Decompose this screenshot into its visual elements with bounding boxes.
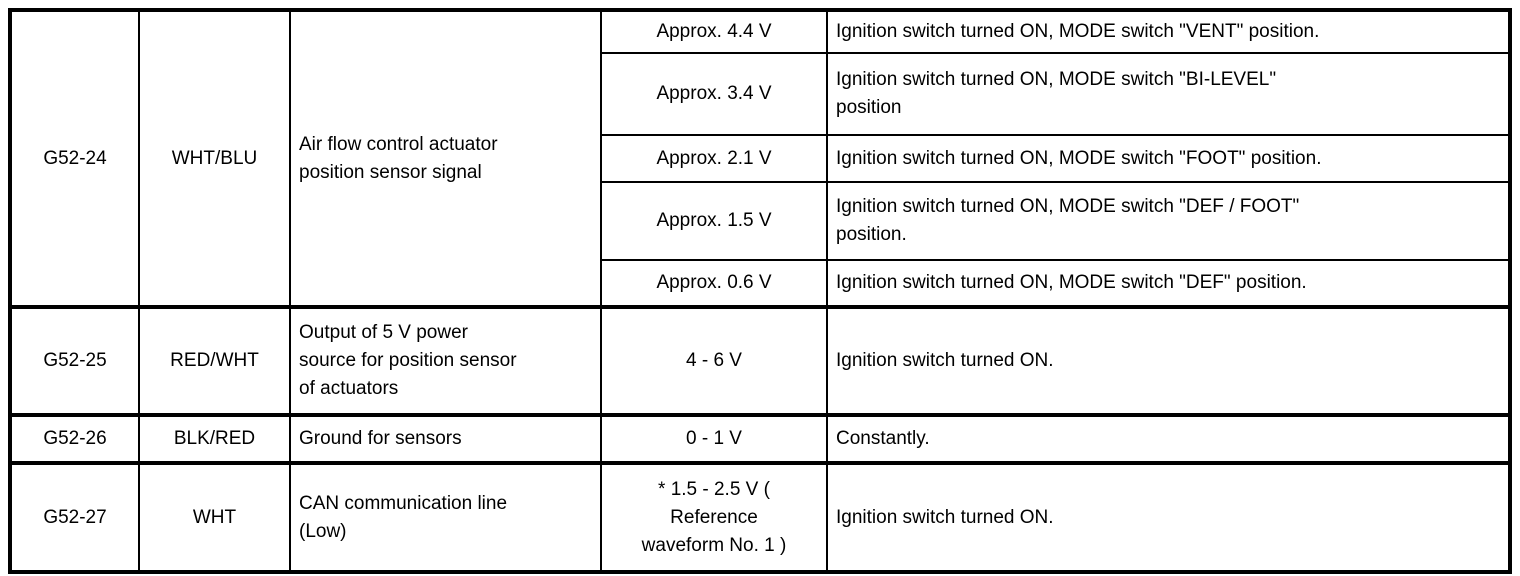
table-row: G52-27 WHT CAN communication line (Low) … bbox=[9, 461, 1511, 573]
description-text: Ground for sensors bbox=[299, 428, 462, 449]
description-text: Output of 5 V power source for position … bbox=[299, 322, 517, 399]
condition-text: Ignition switch turned ON, MODE switch "… bbox=[836, 21, 1320, 42]
condition-text: Ignition switch turned ON, MODE switch "… bbox=[836, 69, 1277, 118]
terminal-label: G52-26 bbox=[43, 428, 107, 449]
voltage-cell: Approx. 3.4 V bbox=[600, 52, 828, 136]
table-row: G52-24 WHT/BLU Air flow control actuator… bbox=[9, 9, 1511, 308]
voltage-cell: * 1.5 - 2.5 V ( Reference waveform No. 1… bbox=[600, 461, 828, 573]
condition-cell: Constantly. bbox=[826, 413, 1511, 464]
condition-text: Ignition switch turned ON, MODE switch "… bbox=[836, 272, 1307, 293]
voltage-cell: 4 - 6 V bbox=[600, 305, 828, 416]
condition-text: Ignition switch turned ON, MODE switch "… bbox=[836, 147, 1322, 169]
terminal-label: G52-24 bbox=[43, 147, 107, 169]
pinout-table: G52-24 WHT/BLU Air flow control actuator… bbox=[8, 8, 1512, 574]
voltage-cell: Approx. 1.5 V bbox=[600, 181, 828, 261]
wire-color-cell: RED/WHT bbox=[138, 305, 291, 416]
table-row: Approx. 0.6 V Ignition switch turned ON,… bbox=[10, 259, 1511, 308]
description-text: Air flow control actuator position senso… bbox=[299, 133, 498, 183]
wire-color-label: RED/WHT bbox=[170, 350, 259, 371]
condition-text: Ignition switch turned ON. bbox=[836, 350, 1054, 371]
voltage-text: Approx. 3.4 V bbox=[656, 83, 772, 104]
condition-text: Ignition switch turned ON. bbox=[836, 506, 1054, 528]
terminal-label: G52-27 bbox=[43, 506, 107, 528]
voltage-cell: Approx. 2.1 V bbox=[600, 134, 828, 183]
condition-cell: Ignition switch turned ON, MODE switch "… bbox=[826, 181, 1511, 261]
table-row: Approx. 1.5 V Ignition switch turned ON,… bbox=[10, 181, 1511, 261]
description-cell: Output of 5 V power source for position … bbox=[289, 305, 602, 416]
description-text: CAN communication line (Low) bbox=[299, 492, 508, 542]
wire-color-label: WHT/BLU bbox=[171, 147, 258, 169]
condition-cell: Ignition switch turned ON, MODE switch "… bbox=[826, 52, 1511, 136]
terminal-cell: G52-24 bbox=[9, 9, 140, 308]
description-cell: Air flow control actuator position senso… bbox=[289, 9, 602, 308]
table-row: Approx. 2.1 V Ignition switch turned ON,… bbox=[10, 134, 1511, 183]
voltage-text: Approx. 1.5 V bbox=[656, 210, 772, 231]
condition-cell: Ignition switch turned ON, MODE switch "… bbox=[826, 259, 1511, 308]
condition-cell: Ignition switch turned ON. bbox=[826, 305, 1511, 416]
voltage-text: Approx. 4.4 V bbox=[656, 21, 772, 42]
condition-cell: Ignition switch turned ON, MODE switch "… bbox=[826, 9, 1511, 54]
wire-color-label: WHT bbox=[192, 506, 237, 528]
voltage-cell: 0 - 1 V bbox=[600, 413, 828, 464]
wire-color-label: BLK/RED bbox=[173, 428, 256, 449]
voltage-cell: Approx. 0.6 V bbox=[600, 259, 828, 308]
condition-text: Constantly. bbox=[836, 428, 930, 449]
description-cell: CAN communication line (Low) bbox=[289, 461, 602, 573]
terminal-cell: G52-25 bbox=[9, 305, 140, 416]
voltage-text: Approx. 2.1 V bbox=[656, 147, 772, 169]
table-row: G52-26 BLK/RED Ground for sensors 0 - 1 … bbox=[9, 413, 1511, 464]
voltage-text: Approx. 0.6 V bbox=[656, 272, 772, 293]
table-row: G52-25 RED/WHT Output of 5 V power sourc… bbox=[9, 305, 1511, 416]
wire-color-cell: BLK/RED bbox=[138, 413, 291, 464]
wire-color-cell: WHT bbox=[138, 461, 291, 573]
voltage-text: 0 - 1 V bbox=[686, 428, 742, 449]
description-cell: Ground for sensors bbox=[289, 413, 602, 464]
wire-color-cell: WHT/BLU bbox=[138, 9, 291, 308]
table-row: Approx. 3.4 V Ignition switch turned ON,… bbox=[10, 52, 1511, 136]
voltage-text: * 1.5 - 2.5 V ( Reference waveform No. 1… bbox=[641, 478, 787, 556]
terminal-cell: G52-26 bbox=[9, 413, 140, 464]
condition-text: Ignition switch turned ON, MODE switch "… bbox=[836, 196, 1300, 245]
condition-cell: Ignition switch turned ON. bbox=[826, 461, 1511, 573]
terminal-label: G52-25 bbox=[43, 350, 107, 371]
terminal-cell: G52-27 bbox=[9, 461, 140, 573]
voltage-text: 4 - 6 V bbox=[686, 350, 742, 371]
voltage-cell: Approx. 4.4 V bbox=[600, 9, 828, 54]
condition-cell: Ignition switch turned ON, MODE switch "… bbox=[826, 134, 1511, 183]
